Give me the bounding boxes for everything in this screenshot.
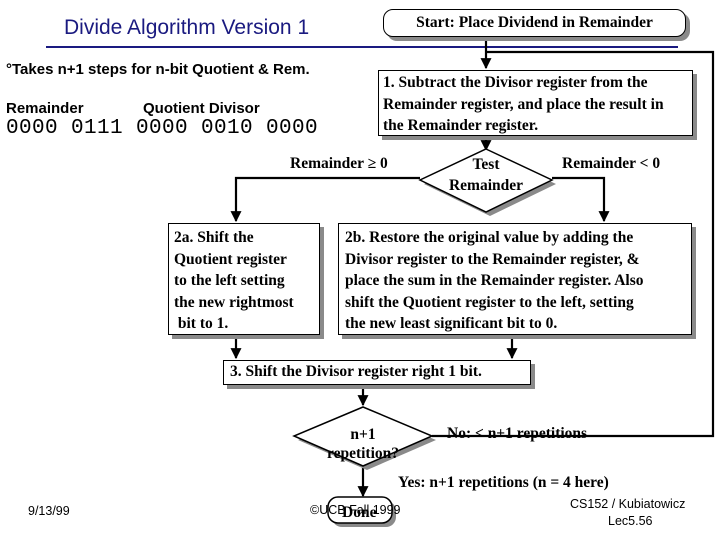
arrow-test-to-step2b xyxy=(552,176,610,223)
branch-lt-label: Remainder < 0 xyxy=(562,155,661,172)
step1-box: 1. Subtract the Divisor register from th… xyxy=(378,70,693,136)
footer-copyright: ©UCB Fall 1999 xyxy=(310,503,401,517)
step3-box: 3. Shift the Divisor register right 1 bi… xyxy=(223,360,531,385)
step2b-box: 2b. Restore the original value by adding… xyxy=(338,223,692,335)
slide-title: Divide Algorithm Version 1 xyxy=(64,16,310,39)
yes-branch-label: Yes: n+1 repetitions (n = 4 here) xyxy=(398,474,609,491)
footer-date: 9/13/99 xyxy=(28,504,70,518)
no-branch-label: No: < n+1 repetitions xyxy=(447,425,588,442)
step2a-box: 2a. Shift the Quotient register to the l… xyxy=(168,223,320,335)
remainder-label: Remainder xyxy=(6,100,84,117)
done-label: Done xyxy=(342,504,377,521)
start-box: Start: Place Dividend in Remainder xyxy=(383,9,686,37)
arrow-test-to-step2a xyxy=(230,176,420,223)
test-label-line2: Remainder xyxy=(448,177,524,194)
test-remainder-diamond xyxy=(418,148,554,213)
arrow-loop-back xyxy=(432,50,715,438)
title-underline xyxy=(46,46,678,48)
test-label-line1: Test xyxy=(472,156,500,173)
repetition-diamond xyxy=(292,406,434,467)
repeat-label-line1: n+1 xyxy=(350,426,376,443)
footer-course: CS152 / Kubiatowicz xyxy=(570,497,686,511)
steps-bullet: °Takes n+1 steps for n-bit Quotient & Re… xyxy=(6,61,310,78)
footer-lecture: Lec5.56 xyxy=(608,514,653,528)
branch-ge-label: Remainder ≥ 0 xyxy=(290,155,388,172)
quotient-divisor-label: Quotient Divisor xyxy=(143,100,260,117)
repeat-label-line2: repetition? xyxy=(326,445,400,462)
register-values: 0000 0111 0000 0010 0000 xyxy=(6,117,319,140)
done-box xyxy=(327,496,393,524)
